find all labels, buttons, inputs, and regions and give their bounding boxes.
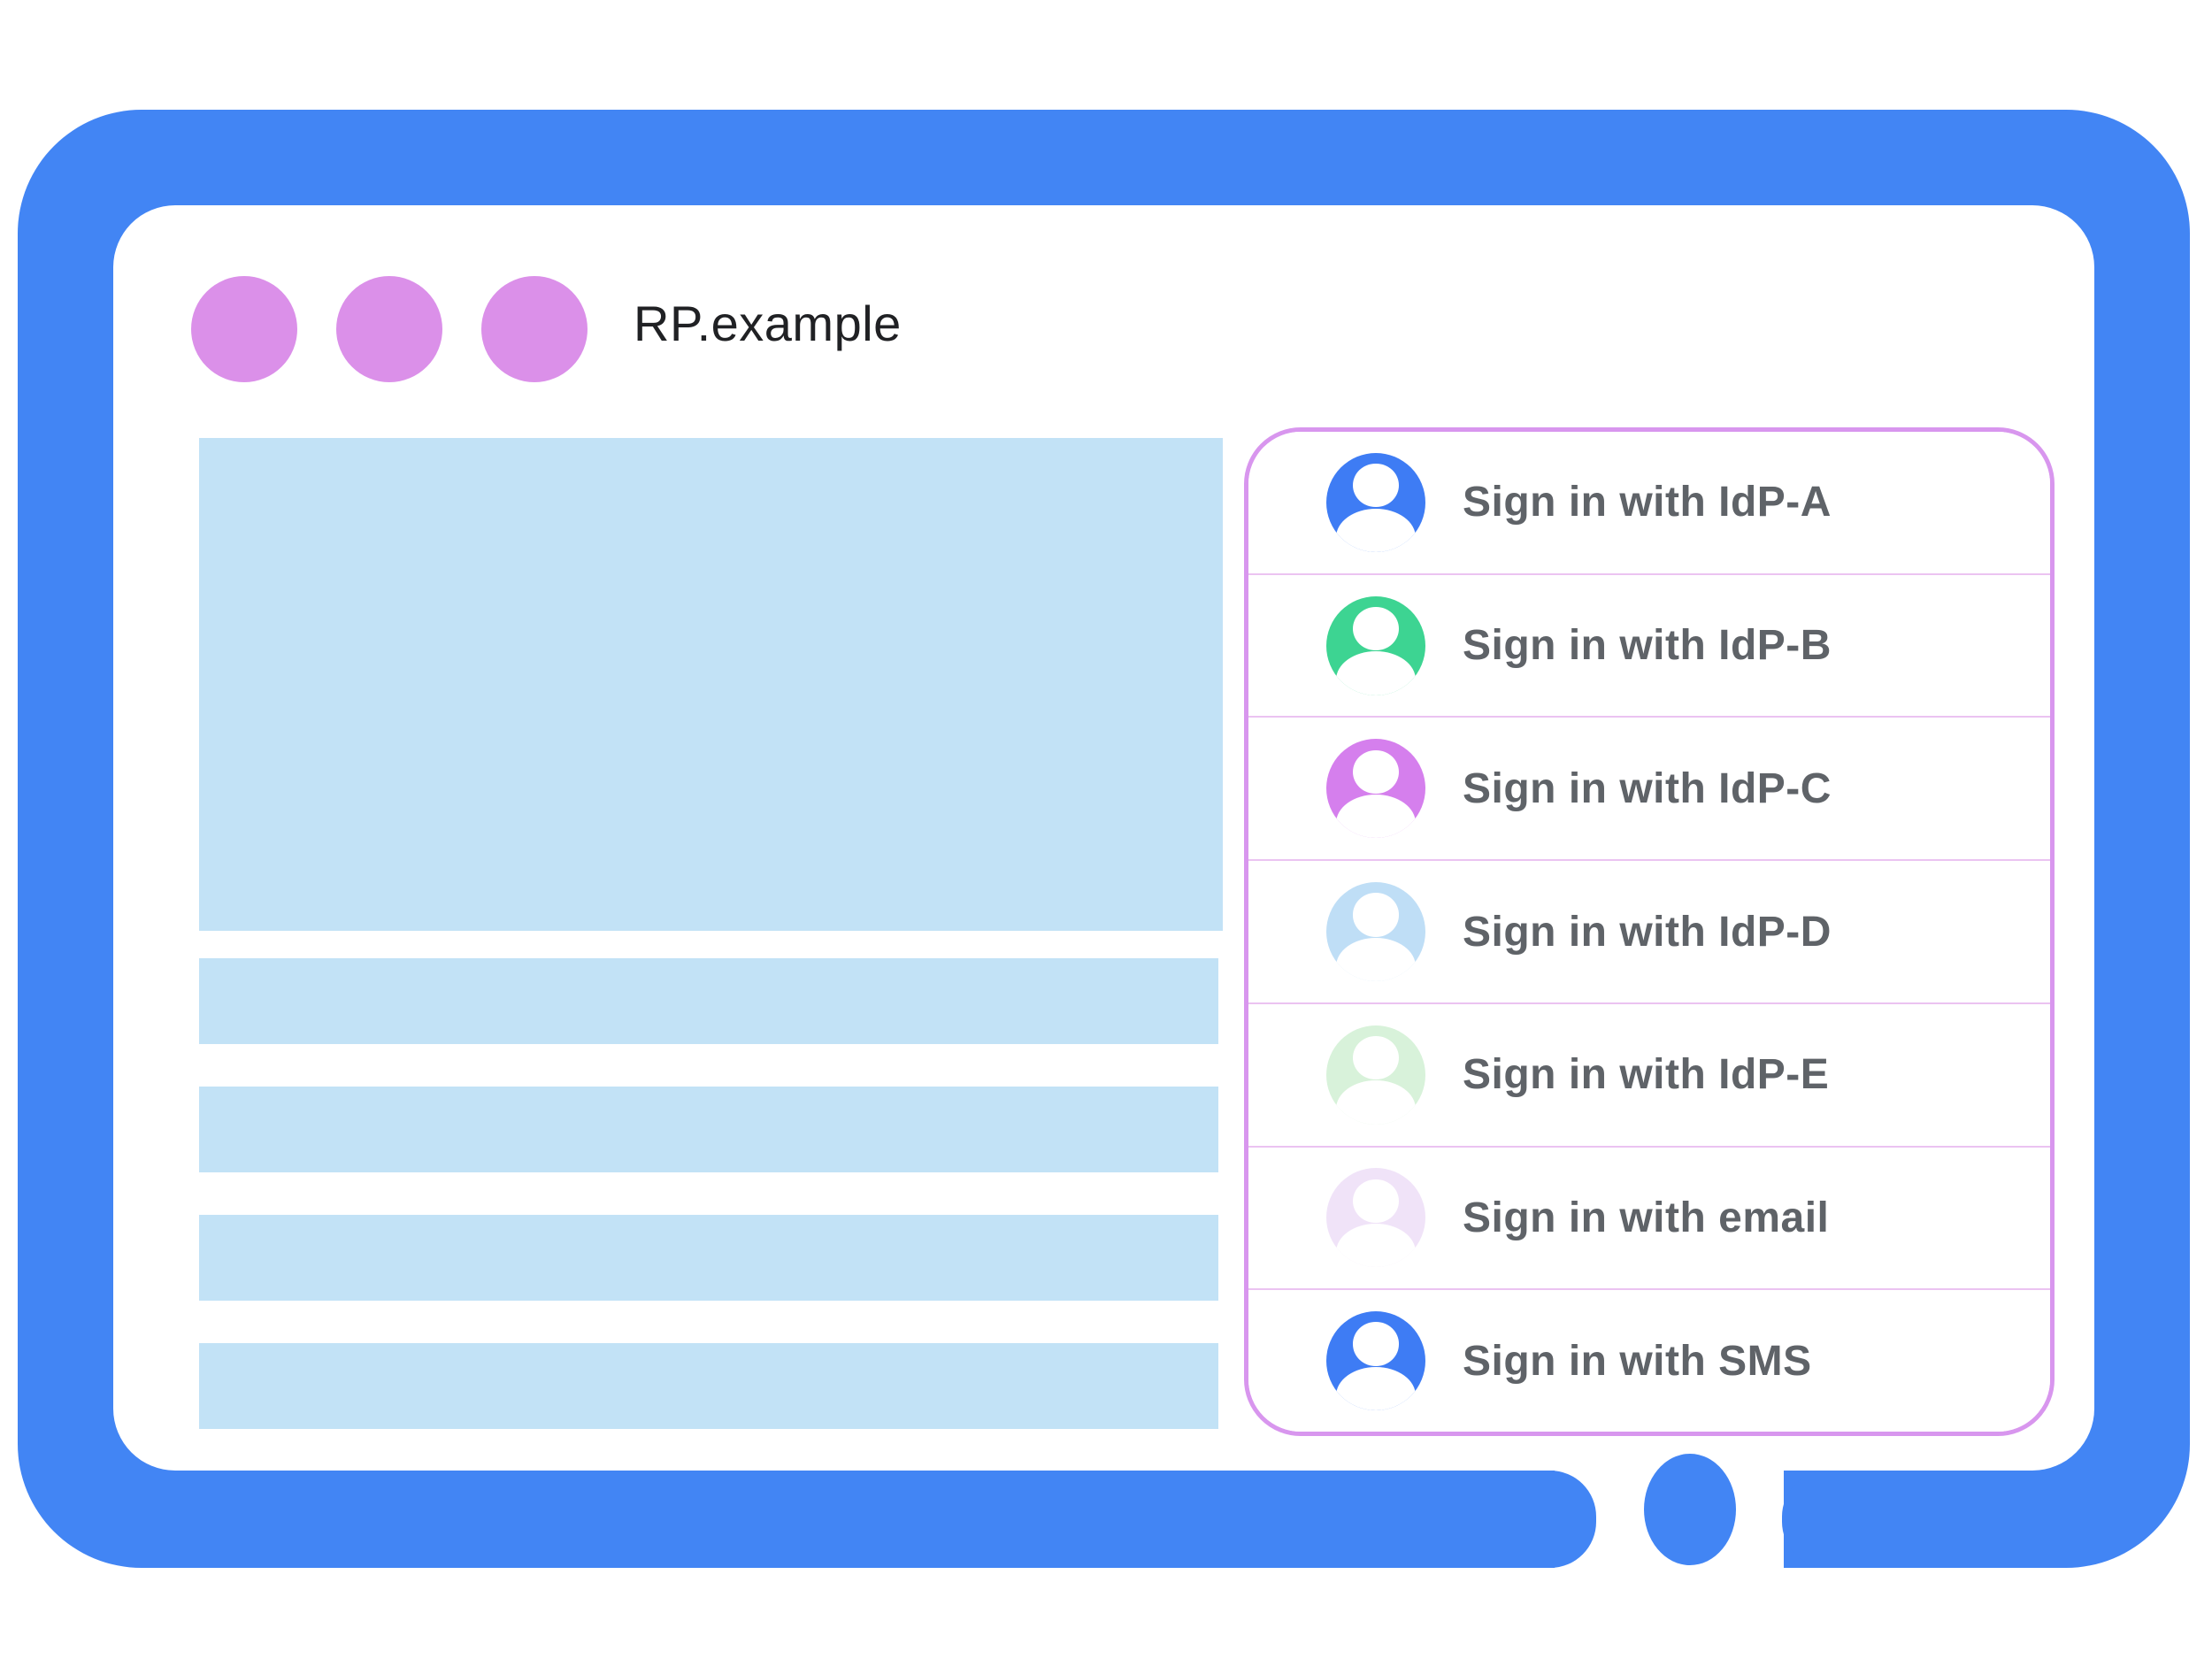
sign-in-label: Sign in with IdP-B: [1463, 622, 1832, 670]
person-head: [1353, 749, 1399, 794]
person-head: [1353, 1036, 1399, 1080]
person-shoulders: [1336, 937, 1416, 982]
content-stripe-placeholder: [199, 1343, 1218, 1429]
person-avatar-icon: [1326, 739, 1425, 839]
sign-in-label: Sign in with IdP-A: [1463, 479, 1832, 526]
person-head: [1353, 464, 1399, 508]
window-control-dot-icon: [336, 276, 442, 382]
person-head: [1353, 1179, 1399, 1224]
sign-in-option-sms[interactable]: Sign in with SMS: [1248, 1288, 2050, 1432]
person-avatar-icon: [1326, 1168, 1425, 1268]
window-control-dot-icon: [191, 276, 297, 382]
person-avatar-icon: [1326, 595, 1425, 695]
person-shoulders: [1336, 1080, 1416, 1125]
page-title: RP.example: [634, 296, 902, 351]
content-stripe-placeholder: [199, 1087, 1218, 1172]
sign-in-option-idp-b[interactable]: Sign in with IdP-B: [1248, 572, 2050, 717]
person-avatar-icon: [1326, 1311, 1425, 1411]
sign-in-option-idp-d[interactable]: Sign in with IdP-D: [1248, 859, 2050, 1002]
person-shoulders: [1336, 1224, 1416, 1268]
content-stripe-placeholder: [199, 1215, 1218, 1301]
frame-bottom-bar-right-end: [1782, 1471, 1862, 1568]
sign-in-label: Sign in with SMS: [1463, 1337, 1812, 1385]
person-shoulders: [1336, 651, 1416, 695]
sign-in-label: Sign in with IdP-C: [1463, 764, 1832, 812]
sign-in-label: Sign in with email: [1463, 1194, 1830, 1241]
person-head: [1353, 1322, 1399, 1366]
person-shoulders: [1336, 795, 1416, 839]
home-indicator-dot-icon: [1644, 1454, 1736, 1565]
person-head: [1353, 893, 1399, 937]
content-hero-placeholder: [199, 438, 1223, 931]
person-shoulders: [1336, 508, 1416, 552]
person-shoulders: [1336, 1366, 1416, 1411]
sign-in-label: Sign in with IdP-D: [1463, 908, 1832, 956]
person-avatar-icon: [1326, 452, 1425, 552]
sign-in-label: Sign in with IdP-E: [1463, 1051, 1830, 1099]
person-head: [1353, 606, 1399, 651]
content-stripe-placeholder: [199, 958, 1218, 1044]
sign-in-option-email[interactable]: Sign in with email: [1248, 1145, 2050, 1289]
sign-in-option-idp-e[interactable]: Sign in with IdP-E: [1248, 1002, 2050, 1146]
window-control-dot-icon: [481, 276, 588, 382]
sign-in-option-idp-a[interactable]: Sign in with IdP-A: [1248, 432, 2050, 573]
person-avatar-icon: [1326, 1025, 1425, 1125]
sign-in-option-idp-c[interactable]: Sign in with IdP-C: [1248, 716, 2050, 860]
sign-in-panel: Sign in with IdP-A Sign in with IdP-B Si…: [1244, 427, 2055, 1436]
person-avatar-icon: [1326, 882, 1425, 982]
frame-bottom-bar-left-end: [1517, 1471, 1596, 1568]
